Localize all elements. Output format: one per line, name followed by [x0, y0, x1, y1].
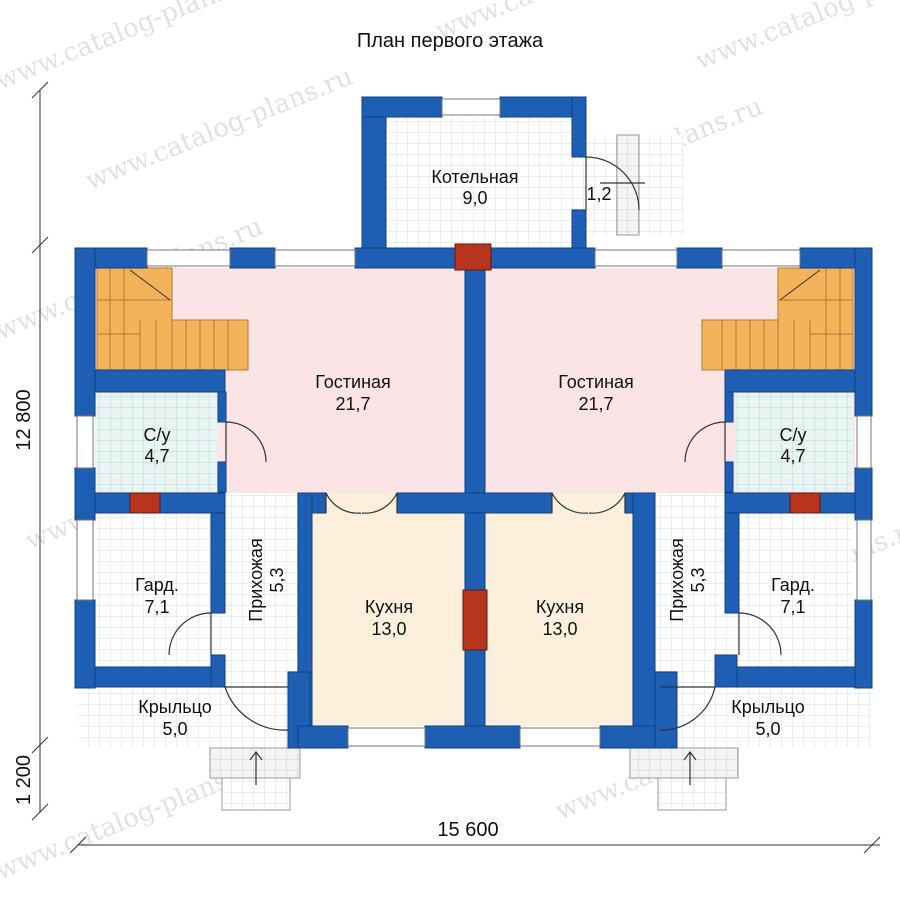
kitchen-left-floor — [312, 493, 465, 726]
room-name: С/у — [144, 425, 171, 445]
room-area: 5,0 — [162, 719, 187, 739]
window — [856, 415, 872, 469]
room-area: 4,7 — [144, 446, 169, 466]
windows — [76, 98, 872, 747]
window — [274, 249, 356, 267]
window — [347, 727, 426, 747]
room-name: Крыльцо — [731, 697, 804, 717]
room-name: Гард. — [135, 575, 179, 595]
step-right-lower — [657, 777, 727, 811]
room-area: 13,0 — [542, 619, 577, 639]
window — [76, 519, 94, 601]
window — [594, 249, 678, 267]
window — [721, 249, 801, 267]
walls — [74, 96, 873, 749]
entry-arrows — [249, 182, 697, 785]
chimneys — [129, 243, 821, 651]
ward-left-floor — [95, 512, 218, 667]
room-name: Прихожая — [667, 538, 687, 621]
dimension-lines — [31, 81, 881, 854]
watermark: www.catalog-plans.ru — [81, 62, 357, 197]
stairs-left — [96, 267, 249, 371]
room-area: 4,7 — [780, 446, 805, 466]
watermark: www.catalog-plans.ru — [431, 0, 707, 46]
room-area: 5,0 — [755, 719, 780, 739]
room-area: 7,1 — [144, 597, 169, 617]
room-area: 5,3 — [267, 567, 287, 592]
room-name: Котельная — [431, 167, 518, 187]
kitchen-right-floor — [485, 493, 633, 726]
room-name: С/у — [780, 425, 807, 445]
depth-dimension: 12 800 — [13, 389, 35, 450]
chimney — [462, 589, 488, 651]
window — [856, 519, 872, 601]
door-arc — [325, 492, 398, 514]
door-arc — [224, 686, 289, 731]
door-arc — [585, 156, 640, 211]
window — [519, 727, 601, 747]
window — [76, 415, 94, 469]
floor-fills — [78, 117, 870, 811]
porch-left-floor — [78, 688, 288, 748]
door-arc — [738, 612, 782, 656]
room-name: Прихожая — [246, 538, 266, 621]
room-area: 1,2 — [586, 184, 611, 204]
side-step — [616, 134, 640, 236]
room-area: 21,7 — [335, 394, 370, 414]
boiler-room-floor — [386, 117, 572, 247]
ward-right-floor — [735, 512, 853, 667]
door-arc — [551, 492, 626, 514]
doors — [168, 156, 782, 731]
door-arc — [659, 686, 716, 731]
watermark: www.catalog-plans.ru — [0, 0, 267, 96]
room-name: Крыльцо — [138, 697, 211, 717]
room-name: Кухня — [536, 597, 584, 617]
window — [441, 98, 501, 116]
width-dimension: 15 600 — [437, 819, 498, 841]
room-area: 9,0 — [462, 188, 487, 208]
porch-dimension: 1 200 — [13, 755, 35, 805]
bath-left-floor — [95, 392, 218, 492]
room-area: 7,1 — [780, 597, 805, 617]
room-name: Гард. — [771, 575, 815, 595]
room-area: 5,3 — [688, 567, 708, 592]
step-right — [629, 747, 739, 779]
room-name: Гостиная — [315, 372, 391, 392]
door-arc — [684, 421, 726, 463]
door-arc — [225, 421, 267, 463]
chimney — [789, 492, 821, 514]
bath-right-floor — [735, 392, 853, 492]
room-area: 13,0 — [371, 619, 406, 639]
room-name: Кухня — [365, 597, 413, 617]
chimney — [454, 243, 492, 271]
room-name: Гостиная — [558, 372, 634, 392]
plan-title: План первого этажа — [356, 30, 544, 52]
door-arc — [168, 612, 212, 656]
watermark: www.catalog-plans.ru — [691, 0, 900, 76]
window — [146, 249, 231, 267]
chimney — [129, 492, 161, 514]
room-area: 21,7 — [578, 394, 613, 414]
room-labels: Котельная 9,0 1,2 Гостиная 21,7 Гостиная… — [135, 167, 815, 739]
